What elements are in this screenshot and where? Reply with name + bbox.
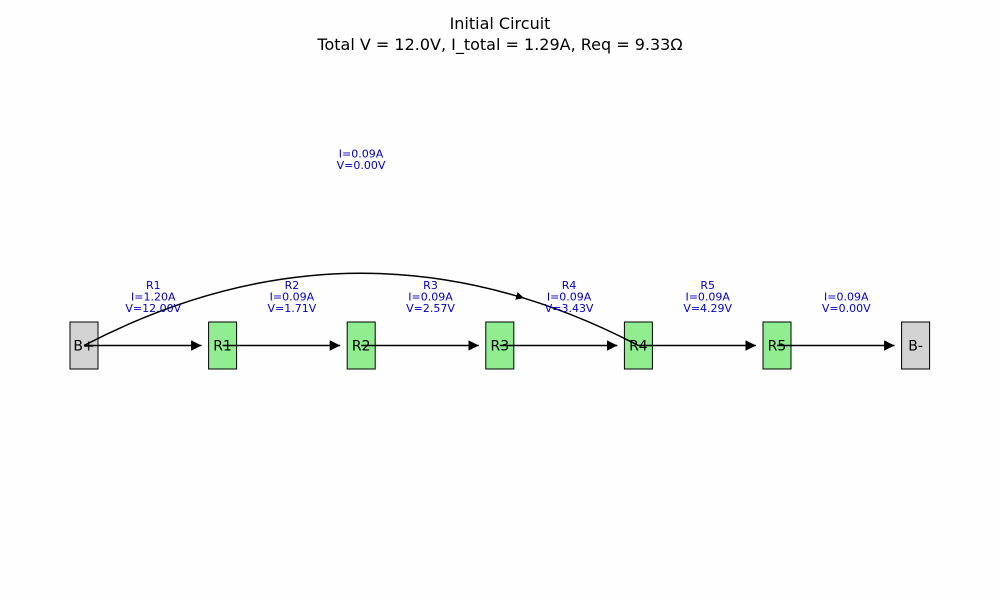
resistor-r3-label: R3 [490, 339, 509, 355]
edge-r3-to-r4-label: V=3.43V [545, 302, 594, 315]
battery-terminal-bminus-label: B- [908, 339, 923, 355]
edge-r4-to-r5-label: V=4.29V [683, 302, 732, 315]
edge-r2-to-r3-label: V=2.57V [406, 302, 455, 315]
diagram-title: Initial Circuit [450, 14, 551, 33]
edge-r5-to-bminus-label: V=0.00V [822, 302, 871, 315]
edge-r2-to-r3-label: R3 [423, 279, 438, 292]
edge-bplus-to-r4-label: V=0.00V [337, 159, 386, 172]
edge-r1-to-r2-label: I=0.09A [270, 291, 315, 304]
edge-bplus-to-r1-label: V=12.00V [125, 302, 181, 315]
edge-bplus-to-r1-label: I=1.20A [131, 291, 176, 304]
edge-labels-layer: R1I=1.20AV=12.00VR2I=0.09AV=1.71VR3I=0.0… [125, 148, 871, 316]
edge-r3-to-r4-label: R4 [562, 279, 577, 292]
edge-bplus-to-r4-label: I=0.09A [339, 148, 384, 161]
resistor-r2-label: R2 [352, 339, 371, 355]
resistor-r1-label: R1 [213, 339, 232, 355]
resistor-r4-label: R4 [629, 339, 648, 355]
edge-r4-to-r5-label: R5 [700, 279, 715, 292]
diagram-subtitle: Total V = 12.0V, I_total = 1.29A, Req = … [316, 35, 682, 55]
battery-terminal-bminus [901, 321, 931, 370]
edge-r5-to-bminus-label: I=0.09A [824, 291, 869, 304]
edge-r1-to-r2-label: V=1.71V [268, 302, 317, 315]
edge-r3-to-r4-label: I=0.09A [547, 291, 592, 304]
edge-r4-to-r5-label: I=0.09A [685, 291, 730, 304]
edge-bplus-to-r4 [83, 272, 639, 347]
edge-r2-to-r3-label: I=0.09A [408, 291, 453, 304]
edges-layer [83, 272, 895, 351]
resistor-r5-label: R5 [768, 339, 787, 355]
edge-r1-to-r2-label: R2 [285, 279, 300, 292]
edge-bplus-to-r4-arrowhead [515, 292, 525, 300]
edge-bplus-to-r1-label: R1 [146, 279, 161, 292]
